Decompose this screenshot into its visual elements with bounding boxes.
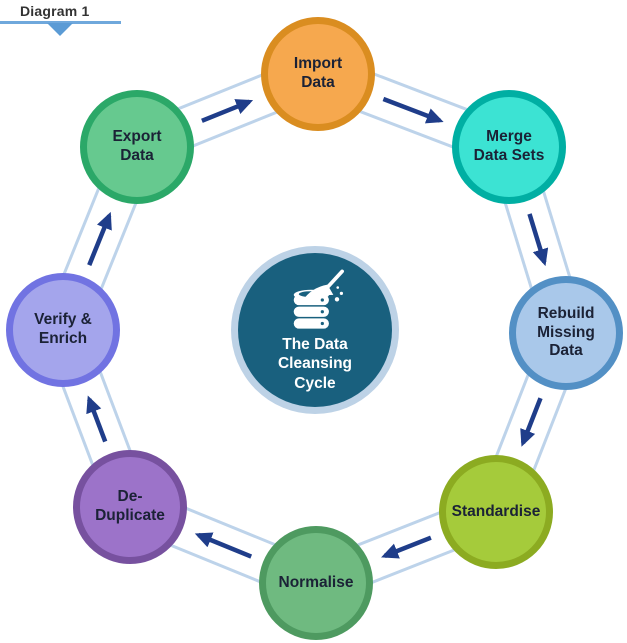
- node-label-line: Data: [301, 74, 335, 91]
- node-label-line: Data: [120, 147, 154, 164]
- diagram-caption: Diagram 1: [20, 3, 90, 19]
- node-label-line: Standardise: [451, 502, 541, 520]
- node-label-line: Data: [549, 342, 583, 360]
- cycle-node-de-duplicate: De-Duplicate: [73, 450, 187, 564]
- hub-label-line: Cleansing: [277, 355, 353, 373]
- hub-label-line: Cycle: [294, 374, 336, 392]
- flow-arrows: [86, 96, 549, 559]
- node-label-line: Duplicate: [95, 507, 165, 524]
- node-label-line: Missing: [537, 323, 595, 341]
- cycle-node-normalise: Normalise: [259, 526, 373, 640]
- cycle-node-standardise: Standardise: [439, 455, 553, 569]
- node-label-line: Merge: [486, 128, 532, 146]
- database-broom-icon: [293, 269, 344, 329]
- node-label-line: Import: [293, 55, 343, 73]
- caption-pointer-triangle: [47, 23, 73, 36]
- hub-label-line: The Data: [282, 335, 348, 353]
- node-label-line: Export: [112, 128, 162, 146]
- node-label-line: Data Sets: [473, 147, 545, 164]
- node-label-line: Verify &: [34, 311, 92, 329]
- node-label-line: Enrich: [38, 330, 88, 347]
- node-label-line: Normalise: [278, 573, 354, 591]
- cycle-node-verify-enrich: Verify &Enrich: [6, 273, 120, 387]
- node-label-line: De-: [117, 488, 143, 506]
- caption-underline: [0, 21, 121, 24]
- node-label-line: Rebuild: [537, 304, 595, 322]
